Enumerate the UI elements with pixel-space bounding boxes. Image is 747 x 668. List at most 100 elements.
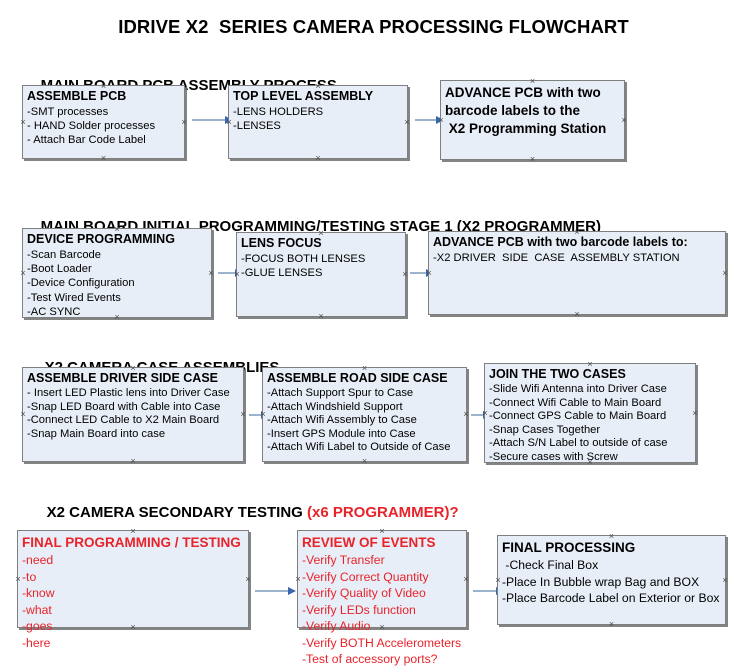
connector-handle-top[interactable] <box>130 365 137 372</box>
section-heading-4-text: X2 CAMERA SECONDARY TESTING <box>46 504 307 521</box>
box-line: -know <box>22 586 55 600</box>
connector-handle-right[interactable] <box>463 576 470 583</box>
box-line: -Attach Windshield Support <box>267 400 403 413</box>
connector-handle-top[interactable] <box>574 229 581 236</box>
connector-handle-top[interactable] <box>361 365 368 372</box>
box-line: -AC SYNC <box>27 305 81 318</box>
connector-handle-bottom[interactable] <box>114 314 121 321</box>
box-title: LENS FOCUS <box>241 236 322 250</box>
box-assemble-pcb[interactable]: ASSEMBLE PCB -SMT processes - HAND Solde… <box>22 85 185 159</box>
connector-handle-top[interactable] <box>608 533 615 540</box>
connector-handle-right[interactable] <box>208 270 215 277</box>
box-line: -Verify Transfer <box>302 553 385 567</box>
box-title: ASSEMBLE ROAD SIDE CASE <box>267 371 448 385</box>
connector-handle-left[interactable] <box>438 117 445 124</box>
connector-handle-left[interactable] <box>295 576 302 583</box>
connector-handle-right[interactable] <box>240 411 247 418</box>
connector-handle-right[interactable] <box>245 576 252 583</box>
box-line: -Attach Support Spur to Case <box>267 387 414 399</box>
connector-handle-top[interactable] <box>315 83 322 90</box>
box-line: -Secure cases with Screw <box>489 450 618 463</box>
box-line: -Snap LED Board with Cable into Case <box>27 400 221 413</box>
box-line: -Verify LEDs function <box>302 602 416 617</box>
box-title: ADVANCE PCB with two barcode labels to: <box>433 235 688 249</box>
arrow-assemble-pcb-to-top-level <box>192 115 233 124</box>
connector-handle-left[interactable] <box>226 119 233 126</box>
connector-handle-top[interactable] <box>114 226 121 233</box>
box-line: -Verify Correct Quantity <box>302 569 429 584</box>
box-title: TOP LEVEL ASSEMBLY <box>233 89 374 103</box>
connector-handle-bottom[interactable] <box>608 621 615 628</box>
box-line: - Insert LED Plastic lens into Driver Ca… <box>27 387 230 399</box>
connector-handle-bottom[interactable] <box>130 624 137 631</box>
box-title: DEVICE PROGRAMMING <box>27 232 175 246</box>
box-top-level-assembly[interactable]: TOP LEVEL ASSEMBLY -LENS HOLDERS -LENSES <box>228 85 408 159</box>
connector-handle-right[interactable] <box>722 577 729 584</box>
connector-handle-right[interactable] <box>402 271 409 278</box>
connector-handle-top[interactable] <box>100 83 107 90</box>
connector-handle-top[interactable] <box>587 361 594 368</box>
box-line: -Verify BOTH Accelerometers <box>302 635 462 650</box>
box-line: -Place Barcode Label on Exterior or Box <box>502 591 720 605</box>
connector-handle-top[interactable] <box>318 230 325 237</box>
connector-handle-top[interactable] <box>130 528 137 535</box>
box-advance-pcb-driver-side[interactable]: ADVANCE PCB with two barcode labels to: … <box>428 231 726 315</box>
connector-handle-right[interactable] <box>692 410 699 417</box>
connector-handle-left[interactable] <box>20 270 27 277</box>
connector-handle-right[interactable] <box>181 119 188 126</box>
box-line: -need <box>22 553 54 567</box>
connector-handle-left[interactable] <box>495 577 502 584</box>
box-line: -Scan Barcode <box>27 249 102 261</box>
connector-handle-left[interactable] <box>20 411 27 418</box>
box-line: -X2 DRIVER SIDE CASE ASSEMBLY STATION <box>433 252 680 264</box>
box-line: -here <box>22 635 51 650</box>
connector-handle-left[interactable] <box>426 270 433 277</box>
arrow-lens-focus-to-advance-pcb <box>410 268 434 277</box>
connector-handle-left[interactable] <box>15 576 22 583</box>
connector-handle-right[interactable] <box>463 411 470 418</box>
box-line: -Device Configuration <box>27 277 135 290</box>
box-title: FINAL PROGRAMMING / TESTING <box>22 535 241 550</box>
box-line: - Attach Bar Code Label <box>27 134 146 147</box>
connector-handle-bottom[interactable] <box>587 459 594 466</box>
connector-handle-left[interactable] <box>482 410 489 417</box>
box-line: -Test Wired Events <box>27 291 121 304</box>
box-line: -goes <box>22 619 53 633</box>
box-line: -Connect Wifi Cable to Main Board <box>489 396 662 409</box>
box-assemble-driver-side-case[interactable]: ASSEMBLE DRIVER SIDE CASE - Insert LED P… <box>22 367 244 462</box>
box-line: X2 Programming Station <box>445 121 607 136</box>
box-line: -Attach Wifi Assembly to Case <box>267 414 417 427</box>
connector-handle-bottom[interactable] <box>379 624 386 631</box>
box-line: -Slide Wifi Antenna into Driver Case <box>489 383 667 395</box>
box-advance-pcb-station[interactable]: ADVANCE PCB with two barcode labels to t… <box>440 80 625 160</box>
connector-handle-top[interactable] <box>379 528 386 535</box>
connector-handle-bottom[interactable] <box>361 458 368 465</box>
box-join-the-two-cases[interactable]: JOIN THE TWO CASES -Slide Wifi Antenna i… <box>484 363 696 463</box>
connector-handle-bottom[interactable] <box>130 458 137 465</box>
box-line: -Verify Audio <box>302 619 371 633</box>
page-title: IDRIVE X2 SERIES CAMERA PROCESSING FLOWC… <box>118 16 629 37</box>
connector-handle-bottom[interactable] <box>529 156 536 163</box>
connector-handle-bottom[interactable] <box>318 313 325 320</box>
box-final-programming-testing[interactable]: FINAL PROGRAMMING / TESTING -need -to -k… <box>15 528 252 650</box>
connector-handle-left[interactable] <box>234 271 241 278</box>
box-assemble-road-side-case[interactable]: ASSEMBLE ROAD SIDE CASE -Attach Support … <box>262 367 467 462</box>
box-line: -Connect GPS Cable to Main Board <box>489 410 667 423</box>
box-review-of-events[interactable]: REVIEW OF EVENTS -Verify Transfer -Verif… <box>295 528 470 666</box>
connector-handle-bottom[interactable] <box>574 311 581 318</box>
section-heading-4-accent: (x6 PROGRAMMER)? <box>306 504 459 521</box>
box-final-processing[interactable]: FINAL PROCESSING -Check Final Box -Place… <box>497 535 726 625</box>
box-line: -LENSES <box>233 120 281 133</box>
box-device-programming[interactable]: DEVICE PROGRAMMING -Scan Barcode -Boot L… <box>22 228 212 318</box>
connector-handle-left[interactable] <box>260 411 267 418</box>
box-lens-focus[interactable]: LENS FOCUS -FOCUS BOTH LENSES -GLUE LENS… <box>236 232 406 317</box>
connector-handle-right[interactable] <box>404 119 411 126</box>
connector-handle-left[interactable] <box>20 119 27 126</box>
connector-handle-right[interactable] <box>621 117 628 124</box>
connector-handle-top[interactable] <box>529 78 536 85</box>
connector-handle-bottom[interactable] <box>100 155 107 162</box>
box-line: -SMT processes <box>27 106 109 118</box>
box-line: -Snap Main Board into case <box>27 427 166 440</box>
connector-handle-bottom[interactable] <box>315 155 322 162</box>
connector-handle-right[interactable] <box>722 270 729 277</box>
